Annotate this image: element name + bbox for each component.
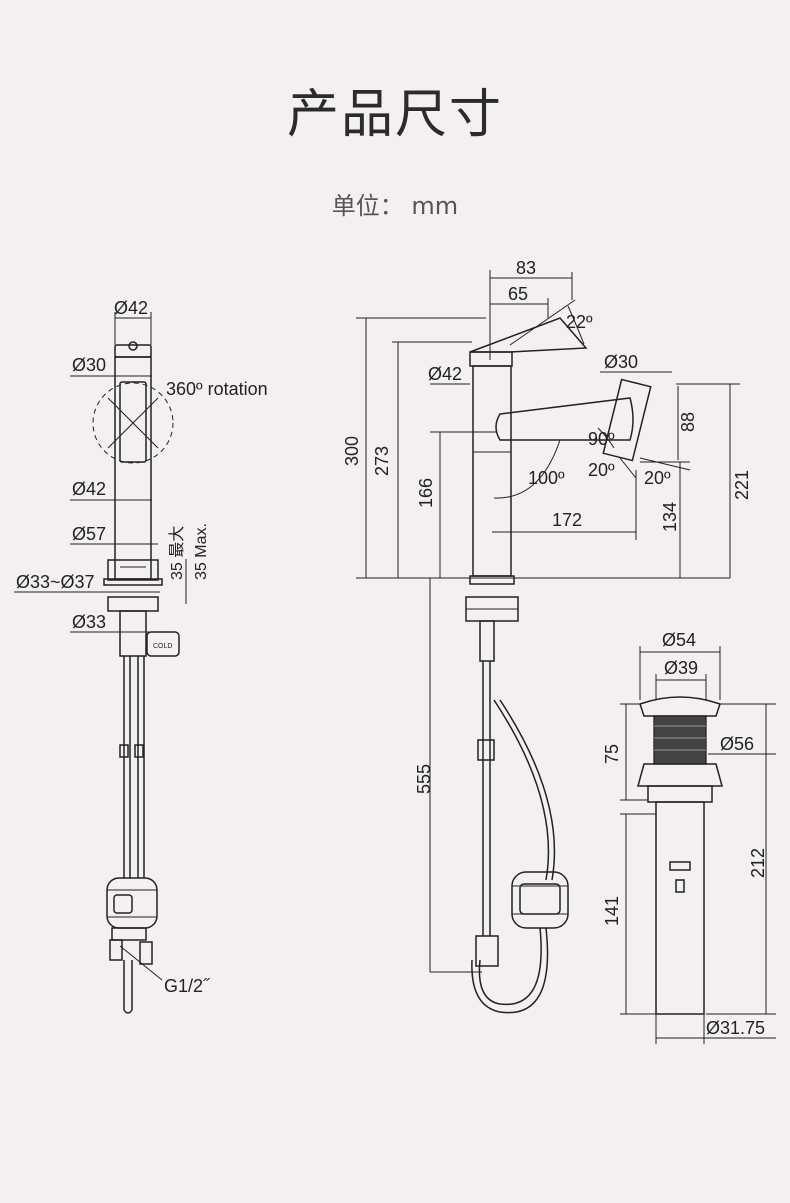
left-d57: Ø57	[72, 524, 106, 544]
left-d30: Ø30	[72, 355, 106, 375]
center-h273: 273	[372, 446, 392, 476]
drain-view: Ø54 Ø39 Ø56 75 212 141	[602, 630, 776, 1044]
center-w172: 172	[552, 510, 582, 530]
center-a22: 22º	[566, 312, 593, 332]
center-h555: 555	[414, 764, 434, 794]
left-cold-label: COLD	[153, 643, 172, 650]
left-d42-top: Ø42	[114, 298, 148, 318]
drain-d54: Ø54	[662, 630, 696, 650]
drain-h75: 75	[602, 744, 622, 764]
drain-d3175: Ø31.75	[706, 1018, 765, 1038]
center-h221: 221	[732, 470, 752, 500]
unit-label: 单位： mm	[331, 192, 459, 220]
center-a20a: 20º	[588, 460, 615, 480]
center-a100: 100º	[528, 468, 565, 488]
page-title: 产品尺寸	[286, 85, 503, 145]
center-w83: 83	[516, 258, 536, 278]
center-h166: 166	[416, 478, 436, 508]
left-d42-mid: Ø42	[72, 479, 106, 499]
center-a90: 90º	[588, 429, 615, 449]
left-faucet-view: Ø42 Ø30 360º rotation Ø42 Ø57 Ø33~Ø37 35…	[14, 298, 268, 1014]
center-h134: 134	[660, 502, 680, 532]
drain-d39: Ø39	[664, 658, 698, 678]
left-d33: Ø33	[72, 612, 106, 632]
left-max-en: 35 Max.	[193, 523, 210, 580]
left-max-cn: 35 最大	[168, 526, 186, 580]
center-h88: 88	[678, 412, 698, 432]
drain-d56: Ø56	[720, 734, 754, 754]
center-d30: Ø30	[604, 352, 638, 372]
drain-h212: 212	[748, 848, 768, 878]
center-a20b: 20º	[644, 468, 671, 488]
left-thread: G1/2˝	[164, 976, 210, 996]
drain-h141: 141	[602, 896, 622, 926]
center-faucet-view: 83 65 22º Ø42 Ø30 88 90º 20º 20º 100º	[342, 258, 752, 1014]
left-rotation: 360º rotation	[166, 379, 268, 399]
left-d33-37: Ø33~Ø37	[16, 572, 95, 592]
center-w65: 65	[508, 284, 528, 304]
center-h300: 300	[342, 436, 362, 466]
center-d42: Ø42	[428, 364, 462, 384]
